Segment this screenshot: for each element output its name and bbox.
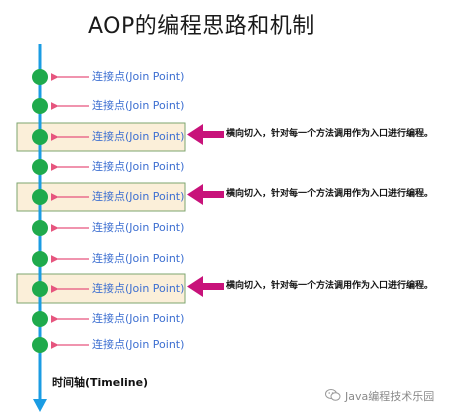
crosscut-label-1: 横向切入，针对每一个方法调用作为入口进行编程。 xyxy=(226,129,434,139)
timeline-label: 时间轴(Timeline) xyxy=(52,376,149,389)
diagram-title: AOP的编程思路和机制 xyxy=(88,14,315,39)
crosscut-arrow-1 xyxy=(187,124,224,145)
join-point-label-7: 连接点(Join Point) xyxy=(92,252,185,265)
join-point-label-3: 连接点(Join Point) xyxy=(92,130,185,143)
wechat-icon xyxy=(325,389,341,401)
join-point-node-8 xyxy=(32,281,48,297)
join-point-label-5: 连接点(Join Point) xyxy=(92,190,185,203)
join-point-node-1 xyxy=(32,69,48,85)
join-point-node-9 xyxy=(32,311,48,327)
timeline-arrowhead xyxy=(33,399,47,412)
crosscut-arrows xyxy=(187,124,224,297)
crosscut-arrow-2 xyxy=(187,184,224,205)
join-point-label-6: 连接点(Join Point) xyxy=(92,221,185,234)
join-point-node-2 xyxy=(32,98,48,114)
join-point-node-7 xyxy=(32,251,48,267)
crosscut-arrow-3 xyxy=(187,276,224,297)
join-point-label-2: 连接点(Join Point) xyxy=(92,99,185,112)
join-point-nodes xyxy=(32,69,48,353)
join-point-node-6 xyxy=(32,220,48,236)
join-point-node-4 xyxy=(32,159,48,175)
join-point-label-8: 连接点(Join Point) xyxy=(92,282,185,295)
join-point-label-1: 连接点(Join Point) xyxy=(92,70,185,83)
crosscut-label-3: 横向切入，针对每一个方法调用作为入口进行编程。 xyxy=(226,281,434,291)
join-point-label-4: 连接点(Join Point) xyxy=(92,160,185,173)
join-point-label-9: 连接点(Join Point) xyxy=(92,312,185,325)
join-point-node-10 xyxy=(32,337,48,353)
crosscut-label-2: 横向切入，针对每一个方法调用作为入口进行编程。 xyxy=(226,189,434,199)
join-point-node-3 xyxy=(32,129,48,145)
join-point-node-5 xyxy=(32,189,48,205)
join-point-label-10: 连接点(Join Point) xyxy=(92,338,185,351)
watermark-text: Java编程技术乐园 xyxy=(345,390,435,403)
pointer-arrows xyxy=(50,73,89,349)
